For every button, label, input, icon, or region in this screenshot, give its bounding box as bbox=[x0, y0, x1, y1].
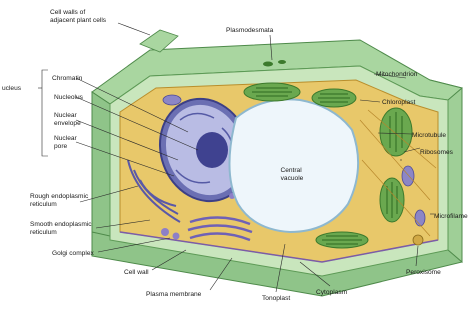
label-smooth-er: Smooth endoplasmic reticulum bbox=[30, 221, 93, 236]
central-vacuole bbox=[229, 99, 358, 232]
peroxisome bbox=[413, 235, 423, 245]
label-peroxisome: Peroxisome bbox=[406, 269, 441, 276]
label-ribosomes: Ribosomes bbox=[420, 149, 454, 156]
label-mitochondrion: Mitochondrion bbox=[376, 71, 418, 78]
label-cell-walls: Cell walls of adjacent plant cells bbox=[50, 9, 107, 24]
label-nucleus: ucleus bbox=[2, 85, 22, 92]
label-chromatin: Chromatin bbox=[52, 75, 83, 82]
label-nucleolus: Nucleolus bbox=[54, 94, 84, 101]
label-microtubule: Microtubule bbox=[412, 132, 446, 139]
label-nuclear-envelope: Nuclear envelope bbox=[54, 112, 81, 127]
label-plasma-membrane: Plasma membrane bbox=[146, 291, 202, 298]
label-cell-wall: Cell wall bbox=[124, 269, 149, 276]
label-chloroplast: Chloroplast bbox=[382, 99, 416, 106]
label-tonoplast: Tonoplast bbox=[262, 295, 290, 302]
nucleolus bbox=[196, 132, 228, 168]
label-cytoplasm: Cytoplasm bbox=[316, 289, 348, 296]
label-nuclear-pore: Nuclear pore bbox=[54, 135, 79, 150]
label-golgi-complex: Golgi complex bbox=[52, 250, 94, 257]
label-rough-er: Rough endoplasmic reticulum bbox=[30, 193, 90, 208]
label-microfilament: Microfilame bbox=[434, 213, 468, 220]
label-plasmodesmata: Plasmodesmata bbox=[226, 27, 274, 34]
label-central-vacuole: Central vacuole bbox=[280, 167, 303, 182]
